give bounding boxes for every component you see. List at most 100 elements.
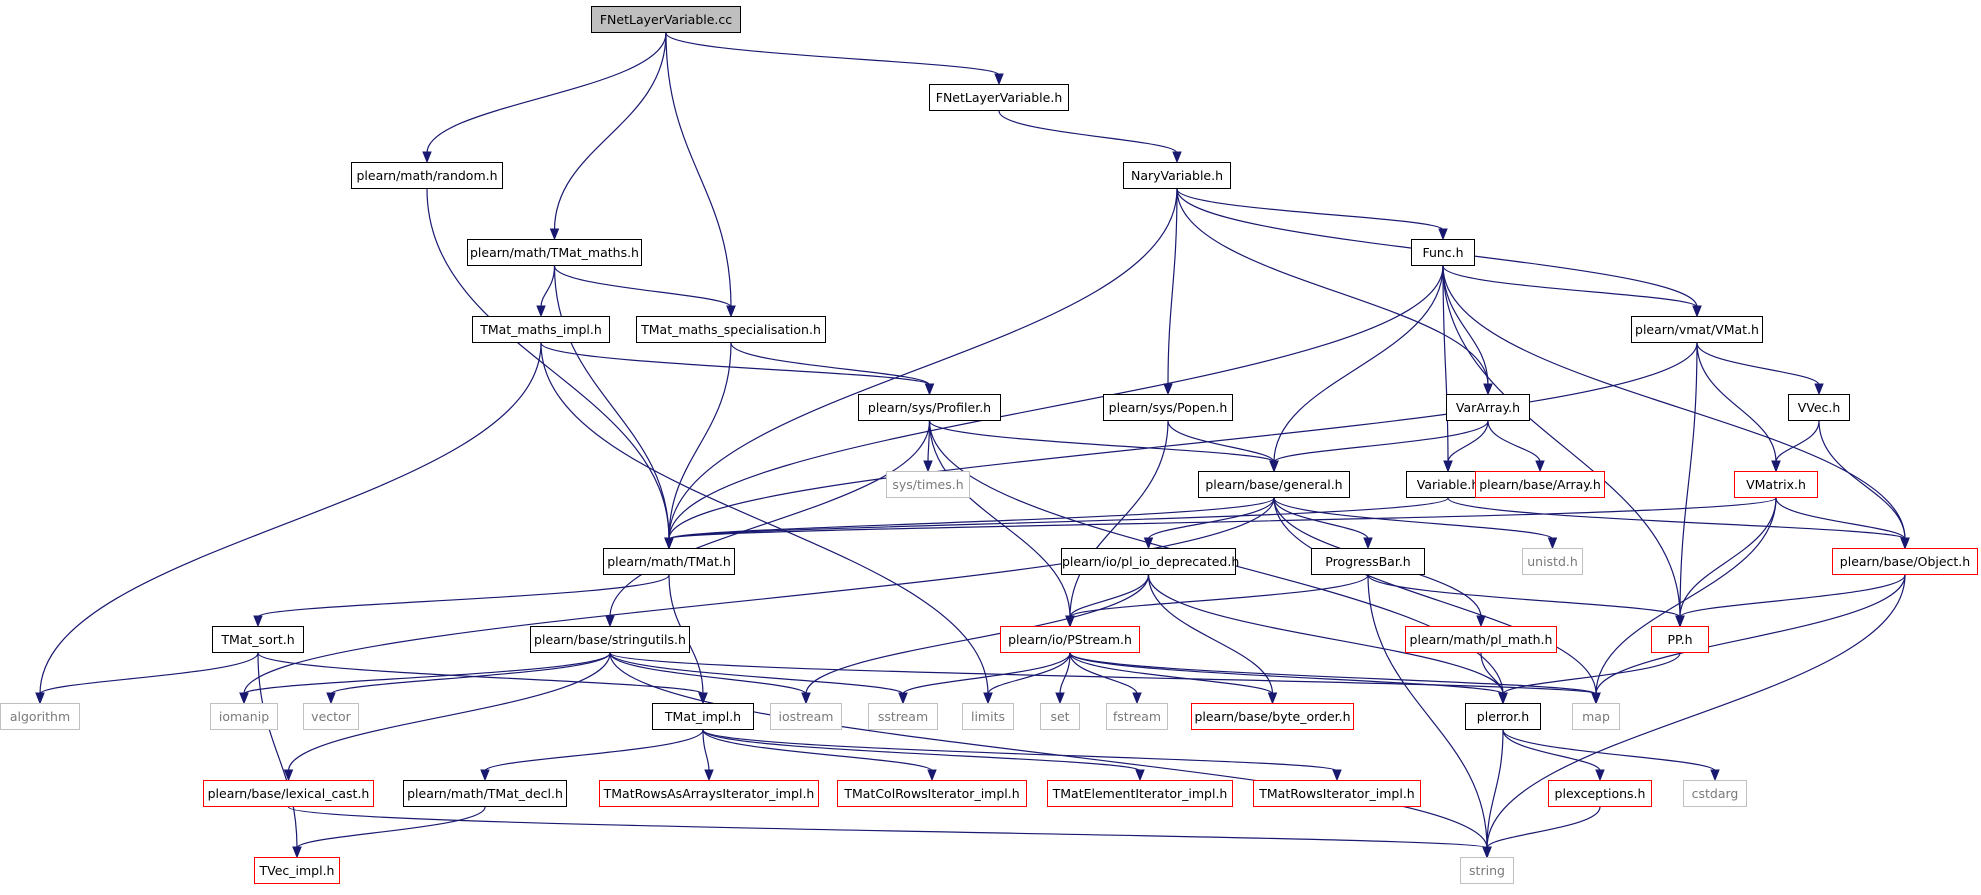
edge-vmat-to-pp: [1675, 342, 1698, 628]
node-tvecimpl[interactable]: TVec_impl.h: [254, 857, 340, 884]
node-pliodep[interactable]: plearn/io/pl_io_deprecated.h: [1061, 548, 1239, 575]
edge-vmatrix-to-tmat: [664, 497, 1777, 550]
edge-fneth-to-nary: [998, 110, 1182, 164]
edge-pstream-to-sstream: [898, 652, 1071, 705]
edge-vmat-to-tmat: [664, 342, 1698, 550]
edge-pstream-to-map: [1069, 652, 1601, 705]
edge-variable-to-tmat: [664, 497, 1449, 550]
node-cstdarg: cstdarg: [1683, 780, 1747, 807]
edge-stringutils-to-iomanip: [239, 652, 611, 705]
edge-tmatsort-to-algorithm: [35, 652, 259, 705]
edge-vmat-to-vmatrix: [1696, 342, 1781, 473]
node-vararray[interactable]: VarArray.h: [1446, 394, 1530, 421]
edge-general-to-map: [1273, 497, 1601, 705]
edge-fnetcc-to-tmatmaths: [549, 32, 667, 241]
node-byteorder[interactable]: plearn/base/byte_order.h: [1191, 703, 1354, 730]
node-tmatdecl[interactable]: plearn/math/TMat_decl.h: [403, 780, 567, 807]
node-tmatmathsimpl[interactable]: TMat_maths_impl.h: [472, 316, 610, 343]
edge-pstream-to-plerror: [1069, 652, 1508, 705]
node-colrows[interactable]: TMatColRowsIterator_impl.h: [837, 780, 1027, 807]
node-elemiter[interactable]: TMatElementIterator_impl.h: [1047, 780, 1233, 807]
node-vmatrix[interactable]: VMatrix.h: [1734, 471, 1818, 498]
node-array[interactable]: plearn/base/Array.h: [1475, 471, 1605, 498]
edge-pstream-to-limits: [983, 652, 1071, 705]
edge-tmatmaths-to-tmatmathsimpl: [536, 265, 556, 318]
node-random[interactable]: plearn/math/random.h: [351, 162, 503, 189]
node-rowsasarrays[interactable]: TMatRowsAsArraysIterator_impl.h: [599, 780, 819, 807]
edge-vvec-to-vmatrix: [1771, 420, 1820, 473]
edge-fnetcc-to-fneth: [665, 32, 1004, 86]
node-algorithm: algorithm: [0, 703, 80, 730]
edge-stringutils-to-vector: [326, 652, 611, 705]
edge-tmat-to-tmatsort: [253, 574, 670, 628]
edge-tmatimpl-to-rowsasarrays: [702, 729, 714, 782]
edge-vararray-to-variable: [1443, 420, 1489, 473]
edge-tmatmaths-to-tmat: [553, 265, 674, 550]
node-popen[interactable]: plearn/sys/Popen.h: [1103, 394, 1233, 421]
edge-fnetcc-to-random: [422, 32, 667, 164]
node-object[interactable]: plearn/base/Object.h: [1832, 548, 1978, 575]
node-tmatspec[interactable]: TMat_maths_specialisation.h: [636, 316, 826, 343]
node-plmath[interactable]: plearn/math/pl_math.h: [1405, 626, 1557, 653]
edge-tmatimpl-to-rowsiter: [702, 729, 1342, 782]
node-iomanip: iomanip: [210, 703, 278, 730]
node-lexcast[interactable]: plearn/base/lexical_cast.h: [203, 780, 374, 807]
edge-fnetcc-to-tmatspec: [665, 32, 736, 318]
node-fnetcc[interactable]: FNetLayerVariable.cc: [591, 6, 741, 33]
edge-tmatspec-to-tmat: [664, 342, 732, 550]
edge-vvec-to-object: [1818, 420, 1910, 550]
edge-vmat-to-vvec: [1696, 342, 1824, 396]
edge-plexceptions-to-string: [1482, 806, 1601, 859]
node-unistd: unistd.h: [1522, 548, 1583, 575]
node-fneth[interactable]: FNetLayerVariable.h: [929, 84, 1069, 111]
edge-tmatsort-to-tmatimpl: [257, 652, 708, 705]
edge-func-to-vararray: [1442, 265, 1493, 396]
edge-lexcast-to-string: [287, 806, 1492, 859]
node-tmatimpl[interactable]: TMat_impl.h: [652, 703, 754, 730]
edge-tmatmaths-to-tmatspec: [553, 265, 736, 318]
edge-func-to-vmat: [1442, 265, 1702, 318]
node-pp[interactable]: PP.h: [1651, 626, 1709, 653]
edge-vararray-to-array: [1487, 420, 1545, 473]
node-tmatsort[interactable]: TMat_sort.h: [212, 626, 304, 653]
edge-general-to-unistd: [1273, 497, 1558, 550]
node-plerror[interactable]: plerror.h: [1465, 703, 1541, 730]
edge-pstream-to-fstream: [1069, 652, 1142, 705]
node-general[interactable]: plearn/base/general.h: [1198, 471, 1350, 498]
edge-progress-to-pp: [1367, 574, 1685, 628]
edge-popen-to-general: [1167, 420, 1279, 473]
edge-stringutils-to-lexcast: [283, 652, 611, 782]
edge-object-to-map: [1591, 574, 1906, 705]
edge-pliodep-to-byteorder: [1147, 574, 1278, 705]
node-rowsiter[interactable]: TMatRowsIterator_impl.h: [1253, 780, 1421, 807]
edge-pliodep-to-pstream: [1065, 574, 1150, 628]
edge-pstream-to-set: [1055, 652, 1071, 705]
node-vvec[interactable]: VVec.h: [1788, 394, 1850, 421]
node-limits: limits: [962, 703, 1014, 730]
node-func[interactable]: Func.h: [1411, 239, 1475, 266]
node-plexceptions[interactable]: plexceptions.h: [1548, 780, 1652, 807]
edge-tmatimpl-to-tmatdecl: [480, 729, 704, 782]
node-pstream[interactable]: plearn/io/PStream.h: [1000, 626, 1140, 653]
edge-pstream-to-byteorder: [1069, 652, 1278, 705]
edge-vararray-to-general: [1269, 420, 1489, 473]
node-tmatmaths[interactable]: plearn/math/TMat_maths.h: [467, 239, 642, 266]
node-set: set: [1040, 703, 1080, 730]
edge-plerror-to-string: [1482, 729, 1504, 859]
edge-plerror-to-plexceptions: [1502, 729, 1605, 782]
node-tmat[interactable]: plearn/math/TMat.h: [603, 548, 735, 575]
edge-tmatsort-to-tvecimpl: [257, 652, 302, 859]
edge-vmatrix-to-object: [1775, 497, 1910, 550]
node-vector: vector: [303, 703, 359, 730]
edge-progress-to-pstream: [1065, 574, 1369, 628]
node-progress[interactable]: ProgressBar.h: [1311, 548, 1425, 575]
node-stringutils[interactable]: plearn/base/stringutils.h: [530, 626, 690, 653]
edge-tmatimpl-to-colrows: [702, 729, 937, 782]
edge-tmatdecl-to-tvecimpl: [292, 806, 486, 859]
node-profiler[interactable]: plearn/sys/Profiler.h: [858, 394, 1001, 421]
node-nary[interactable]: NaryVariable.h: [1123, 162, 1231, 189]
node-string: string: [1460, 857, 1514, 884]
node-vmat[interactable]: plearn/vmat/VMat.h: [1631, 316, 1763, 343]
